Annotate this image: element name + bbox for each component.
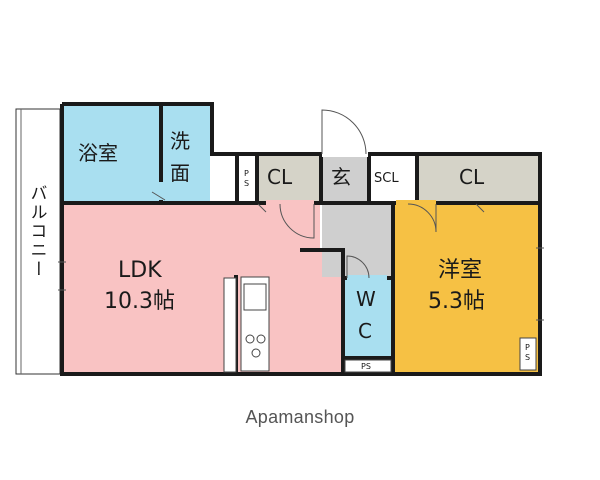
kitchen-counter <box>223 276 270 373</box>
balcony-label: バルコニー <box>26 184 47 279</box>
door-gap-western <box>396 200 436 207</box>
closet-right-fill <box>418 156 538 202</box>
western-fill <box>394 204 538 372</box>
washroom-label-line2: 面 <box>170 161 190 185</box>
ldk-name: LDK <box>118 258 162 283</box>
ps-top-fill <box>239 156 256 202</box>
closet-left-label: CL <box>267 165 293 189</box>
bath-fill <box>63 106 161 202</box>
toilet-fill <box>345 280 392 356</box>
hall-fill <box>322 204 392 277</box>
entrance-fill <box>322 156 368 202</box>
toilet-label-line2: C <box>358 319 372 343</box>
windows <box>58 247 544 321</box>
western-room-name: 洋室 <box>438 258 483 283</box>
western-room-size: 5.3帖 <box>428 289 485 314</box>
washroom-fill <box>162 106 210 202</box>
closet-right-label: CL <box>459 165 485 189</box>
door-gap-bath <box>159 182 165 200</box>
ps-top-label-line1: P <box>244 169 249 178</box>
ps-bottom-label: PS <box>361 362 371 371</box>
entrance-label: 玄 <box>331 165 351 189</box>
ldk-size: 10.3帖 <box>104 289 175 314</box>
entrance-door-gap <box>322 151 368 157</box>
ldk-fill <box>64 204 343 372</box>
door-swings <box>151 109 485 279</box>
door-gap-wc <box>347 275 387 281</box>
toilet-label-line1: W <box>356 287 376 311</box>
washroom-label-line1: 洗 <box>170 129 190 153</box>
ps-right-label-line1: P <box>525 343 530 352</box>
ps-right-label-line2: S <box>525 353 531 362</box>
door-gap-ldk <box>266 200 314 207</box>
ps-bottom-box <box>344 359 392 373</box>
shoe-closet-fill <box>370 156 416 202</box>
watermark: Apamanshop <box>245 407 355 427</box>
bath-label: 浴室 <box>78 141 118 165</box>
shoe-closet-label: SCL <box>374 171 399 186</box>
balcony-area <box>15 108 61 375</box>
closet-left-fill <box>258 156 320 202</box>
ps-top-label-line2: S <box>244 179 250 188</box>
ps-right-box <box>519 337 537 371</box>
